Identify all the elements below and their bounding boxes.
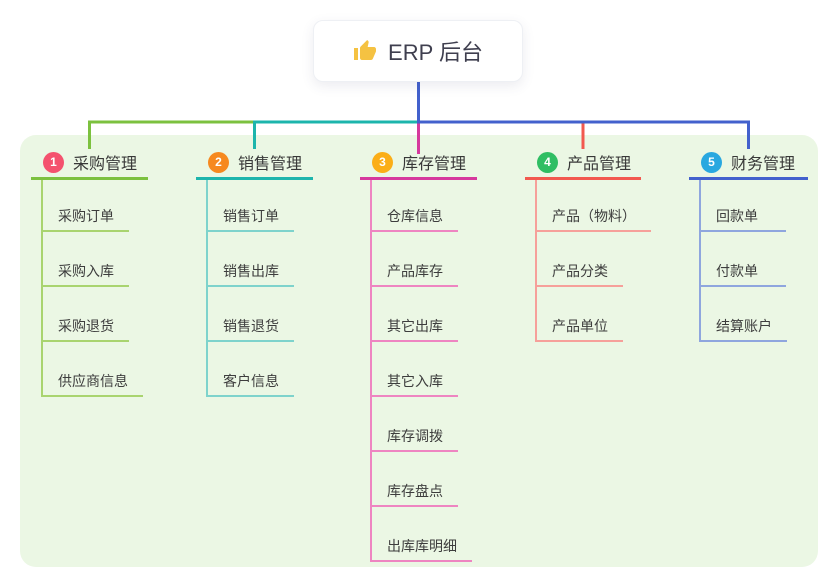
branch-label: 库存管理 bbox=[402, 156, 467, 173]
child-node[interactable]: 付款单 bbox=[699, 257, 786, 287]
branch-index-badge: 3 bbox=[372, 151, 393, 173]
branch-node-2[interactable]: 2 销售管理 bbox=[196, 147, 313, 180]
branch-index-badge: 5 bbox=[701, 151, 722, 173]
child-node[interactable]: 结算账户 bbox=[699, 312, 787, 342]
child-connector-line bbox=[535, 180, 537, 342]
child-node[interactable]: 出库库明细 bbox=[370, 532, 472, 562]
child-node[interactable]: 客户信息 bbox=[206, 367, 294, 397]
child-node[interactable]: 仓库信息 bbox=[370, 202, 458, 232]
child-node[interactable]: 供应商信息 bbox=[41, 367, 143, 397]
child-node[interactable]: 产品单位 bbox=[535, 312, 623, 342]
child-node[interactable]: 其它入库 bbox=[370, 367, 458, 397]
child-node[interactable]: 库存盘点 bbox=[370, 477, 458, 507]
child-node[interactable]: 销售退货 bbox=[206, 312, 294, 342]
branch-index-badge: 4 bbox=[537, 151, 558, 173]
root-node[interactable]: ERP 后台 bbox=[313, 20, 523, 82]
branch-node-5[interactable]: 5 财务管理 bbox=[689, 147, 808, 180]
child-node[interactable]: 销售订单 bbox=[206, 202, 294, 232]
branch-index-badge: 1 bbox=[43, 151, 64, 173]
child-connector-line bbox=[370, 180, 372, 562]
child-node[interactable]: 采购退货 bbox=[41, 312, 129, 342]
child-node[interactable]: 采购入库 bbox=[41, 257, 129, 287]
branch-index-badge: 2 bbox=[208, 151, 229, 173]
child-node[interactable]: 回款单 bbox=[699, 202, 786, 232]
child-node[interactable]: 产品库存 bbox=[370, 257, 458, 287]
branch-node-3[interactable]: 3 库存管理 bbox=[360, 147, 477, 180]
branch-node-4[interactable]: 4 产品管理 bbox=[525, 147, 641, 180]
branch-label: 财务管理 bbox=[731, 156, 796, 173]
child-node[interactable]: 其它出库 bbox=[370, 312, 458, 342]
branches-panel bbox=[20, 135, 818, 567]
thumbs-up-icon bbox=[354, 40, 377, 60]
child-node[interactable]: 库存调拨 bbox=[370, 422, 458, 452]
root-label: ERP 后台 bbox=[388, 40, 483, 65]
branch-node-1[interactable]: 1 采购管理 bbox=[31, 147, 148, 180]
branch-label: 销售管理 bbox=[238, 156, 303, 173]
branch-label: 采购管理 bbox=[73, 156, 138, 173]
child-node[interactable]: 产品分类 bbox=[535, 257, 623, 287]
child-node[interactable]: 采购订单 bbox=[41, 202, 129, 232]
child-connector-line bbox=[41, 180, 43, 397]
branch-label: 产品管理 bbox=[567, 156, 632, 173]
child-connector-line bbox=[699, 180, 701, 342]
child-connector-line bbox=[206, 180, 208, 397]
child-node[interactable]: 销售出库 bbox=[206, 257, 294, 287]
child-node[interactable]: 产品（物料） bbox=[535, 202, 651, 232]
